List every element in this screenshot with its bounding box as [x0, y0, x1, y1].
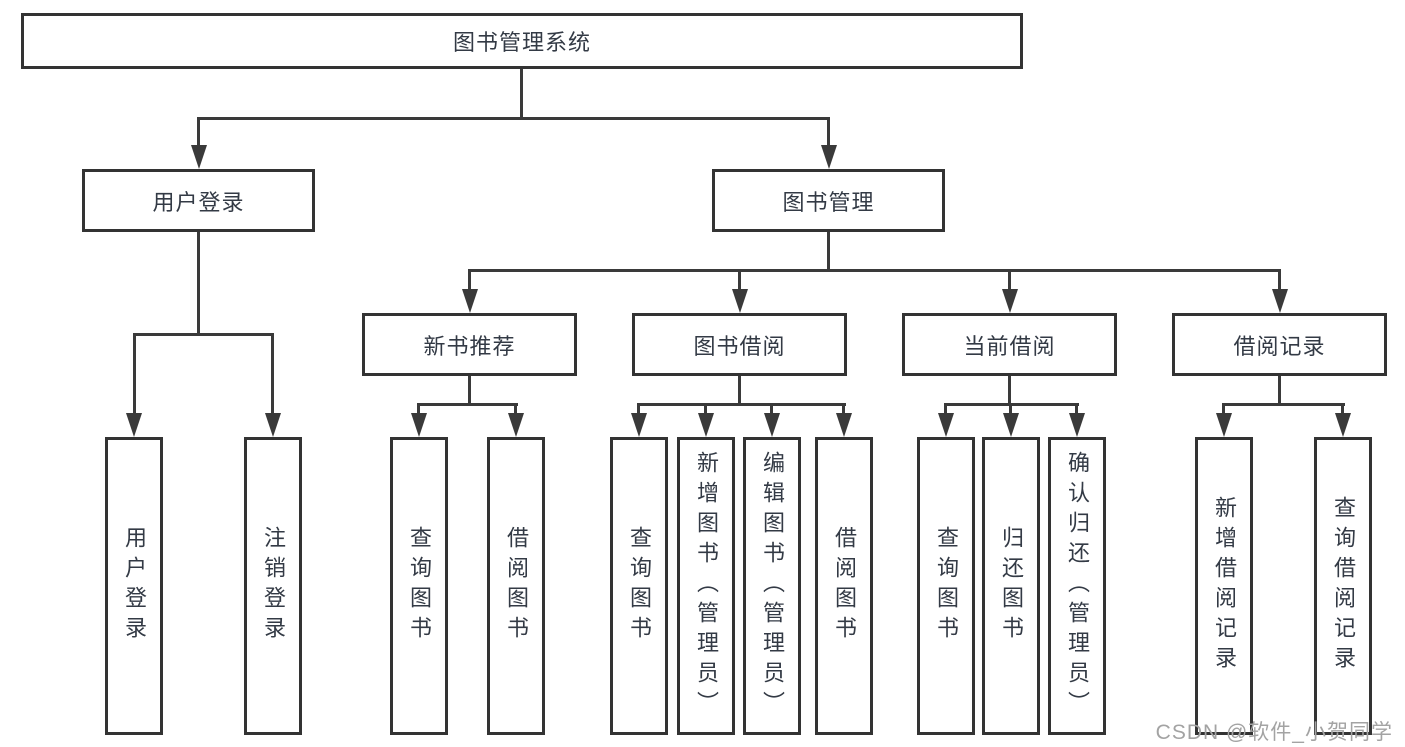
connector-line [468, 374, 471, 405]
connector-line [133, 333, 136, 415]
arrowhead-down [938, 413, 954, 437]
node-root-label: 图书管理系统 [452, 30, 591, 55]
node-user-login: 用户登录 [82, 169, 315, 232]
connector-line [1222, 403, 1345, 406]
node-user-login-label: 用户登录 [152, 189, 245, 215]
connector-line [637, 403, 846, 406]
node-new-book-recommend-label: 新书推荐 [423, 333, 516, 359]
arrowhead-down [191, 145, 207, 169]
connector-line [842, 403, 845, 416]
arrowhead-down [1069, 413, 1085, 437]
connector-line [1222, 403, 1225, 416]
connector-line [1008, 269, 1011, 291]
connector-line [468, 269, 471, 291]
connector-line [1278, 374, 1281, 405]
connector-line [1009, 403, 1012, 416]
node-current-borrow-label: 当前借阅 [963, 333, 1056, 359]
arrowhead-down [764, 413, 780, 437]
connector-line [514, 403, 517, 416]
connector-line [827, 117, 830, 149]
arrowhead-down [508, 413, 524, 437]
connector-line [1075, 403, 1078, 416]
leaf-label: 查询图书 [407, 526, 432, 646]
node-current-borrow: 当前借阅 [902, 313, 1117, 376]
arrowhead-down [698, 413, 714, 437]
leaf-edit-book-admin: 编辑图书（管理员） [743, 437, 801, 735]
leaf-user-login: 用户登录 [105, 437, 163, 735]
connector-line [770, 403, 773, 416]
leaf-borrow-books-2: 借阅图书 [815, 437, 873, 735]
arrowhead-down [1002, 289, 1018, 313]
arrowhead-down [732, 289, 748, 313]
node-borrow-records-label: 借阅记录 [1233, 333, 1326, 359]
connector-line [197, 117, 200, 149]
leaf-label: 用户登录 [122, 526, 147, 646]
node-book-management: 图书管理 [712, 169, 945, 232]
connector-line [1341, 403, 1344, 416]
connector-line [827, 231, 830, 272]
arrowhead-down [411, 413, 427, 437]
node-root: 图书管理系统 [21, 13, 1023, 69]
watermark: CSDN @软件_小贺同学 [1155, 721, 1393, 744]
leaf-label: 查询图书 [627, 526, 652, 646]
leaf-return-book: 归还图书 [982, 437, 1040, 735]
leaf-query-borrow-record: 查询借阅记录 [1314, 437, 1372, 735]
connector-line [738, 269, 741, 291]
leaf-label: 新增借阅记录 [1212, 496, 1237, 676]
arrowhead-down [1272, 289, 1288, 313]
leaf-label: 确认归还（管理员） [1065, 451, 1090, 721]
connector-line [197, 232, 200, 335]
leaf-borrow-books-1: 借阅图书 [487, 437, 545, 735]
node-book-borrow-label: 图书借阅 [693, 333, 786, 359]
connector-line [417, 403, 420, 416]
connector-line [944, 403, 947, 416]
node-new-book-recommend: 新书推荐 [362, 313, 577, 376]
connector-line [704, 403, 707, 416]
node-book-management-label: 图书管理 [782, 189, 875, 215]
leaf-query-books-1: 查询图书 [390, 437, 448, 735]
connector-line [637, 403, 640, 416]
leaf-query-books-2: 查询图书 [610, 437, 668, 735]
arrowhead-down [836, 413, 852, 437]
leaf-label: 借阅图书 [504, 526, 529, 646]
leaf-add-borrow-record: 新增借阅记录 [1195, 437, 1253, 735]
connector-line [738, 374, 741, 405]
leaf-confirm-return-admin: 确认归还（管理员） [1048, 437, 1106, 735]
node-borrow-records: 借阅记录 [1172, 313, 1387, 376]
connector-line [133, 333, 274, 336]
leaf-label: 归还图书 [999, 526, 1024, 646]
leaf-label: 注销登录 [261, 526, 286, 646]
arrowhead-down [1335, 413, 1351, 437]
connector-line [520, 69, 523, 118]
leaf-label: 查询图书 [934, 526, 959, 646]
connector-line [417, 403, 518, 406]
leaf-label: 新增图书（管理员） [694, 451, 719, 721]
arrowhead-down [265, 413, 281, 437]
connector-line [271, 333, 274, 415]
leaf-label: 借阅图书 [832, 526, 857, 646]
arrowhead-down [1216, 413, 1232, 437]
node-book-borrow: 图书借阅 [632, 313, 847, 376]
connector-line [197, 117, 830, 120]
arrowhead-down [126, 413, 142, 437]
leaf-label: 编辑图书（管理员） [760, 451, 785, 721]
connector-line [468, 269, 1281, 272]
arrowhead-down [631, 413, 647, 437]
arrowhead-down [821, 145, 837, 169]
leaf-logout: 注销登录 [244, 437, 302, 735]
arrowhead-down [462, 289, 478, 313]
leaf-add-book-admin: 新增图书（管理员） [677, 437, 735, 735]
arrowhead-down [1003, 413, 1019, 437]
leaf-query-books-3: 查询图书 [917, 437, 975, 735]
connector-line [1278, 269, 1281, 291]
connector-line [1008, 374, 1011, 405]
leaf-label: 查询借阅记录 [1331, 496, 1356, 676]
